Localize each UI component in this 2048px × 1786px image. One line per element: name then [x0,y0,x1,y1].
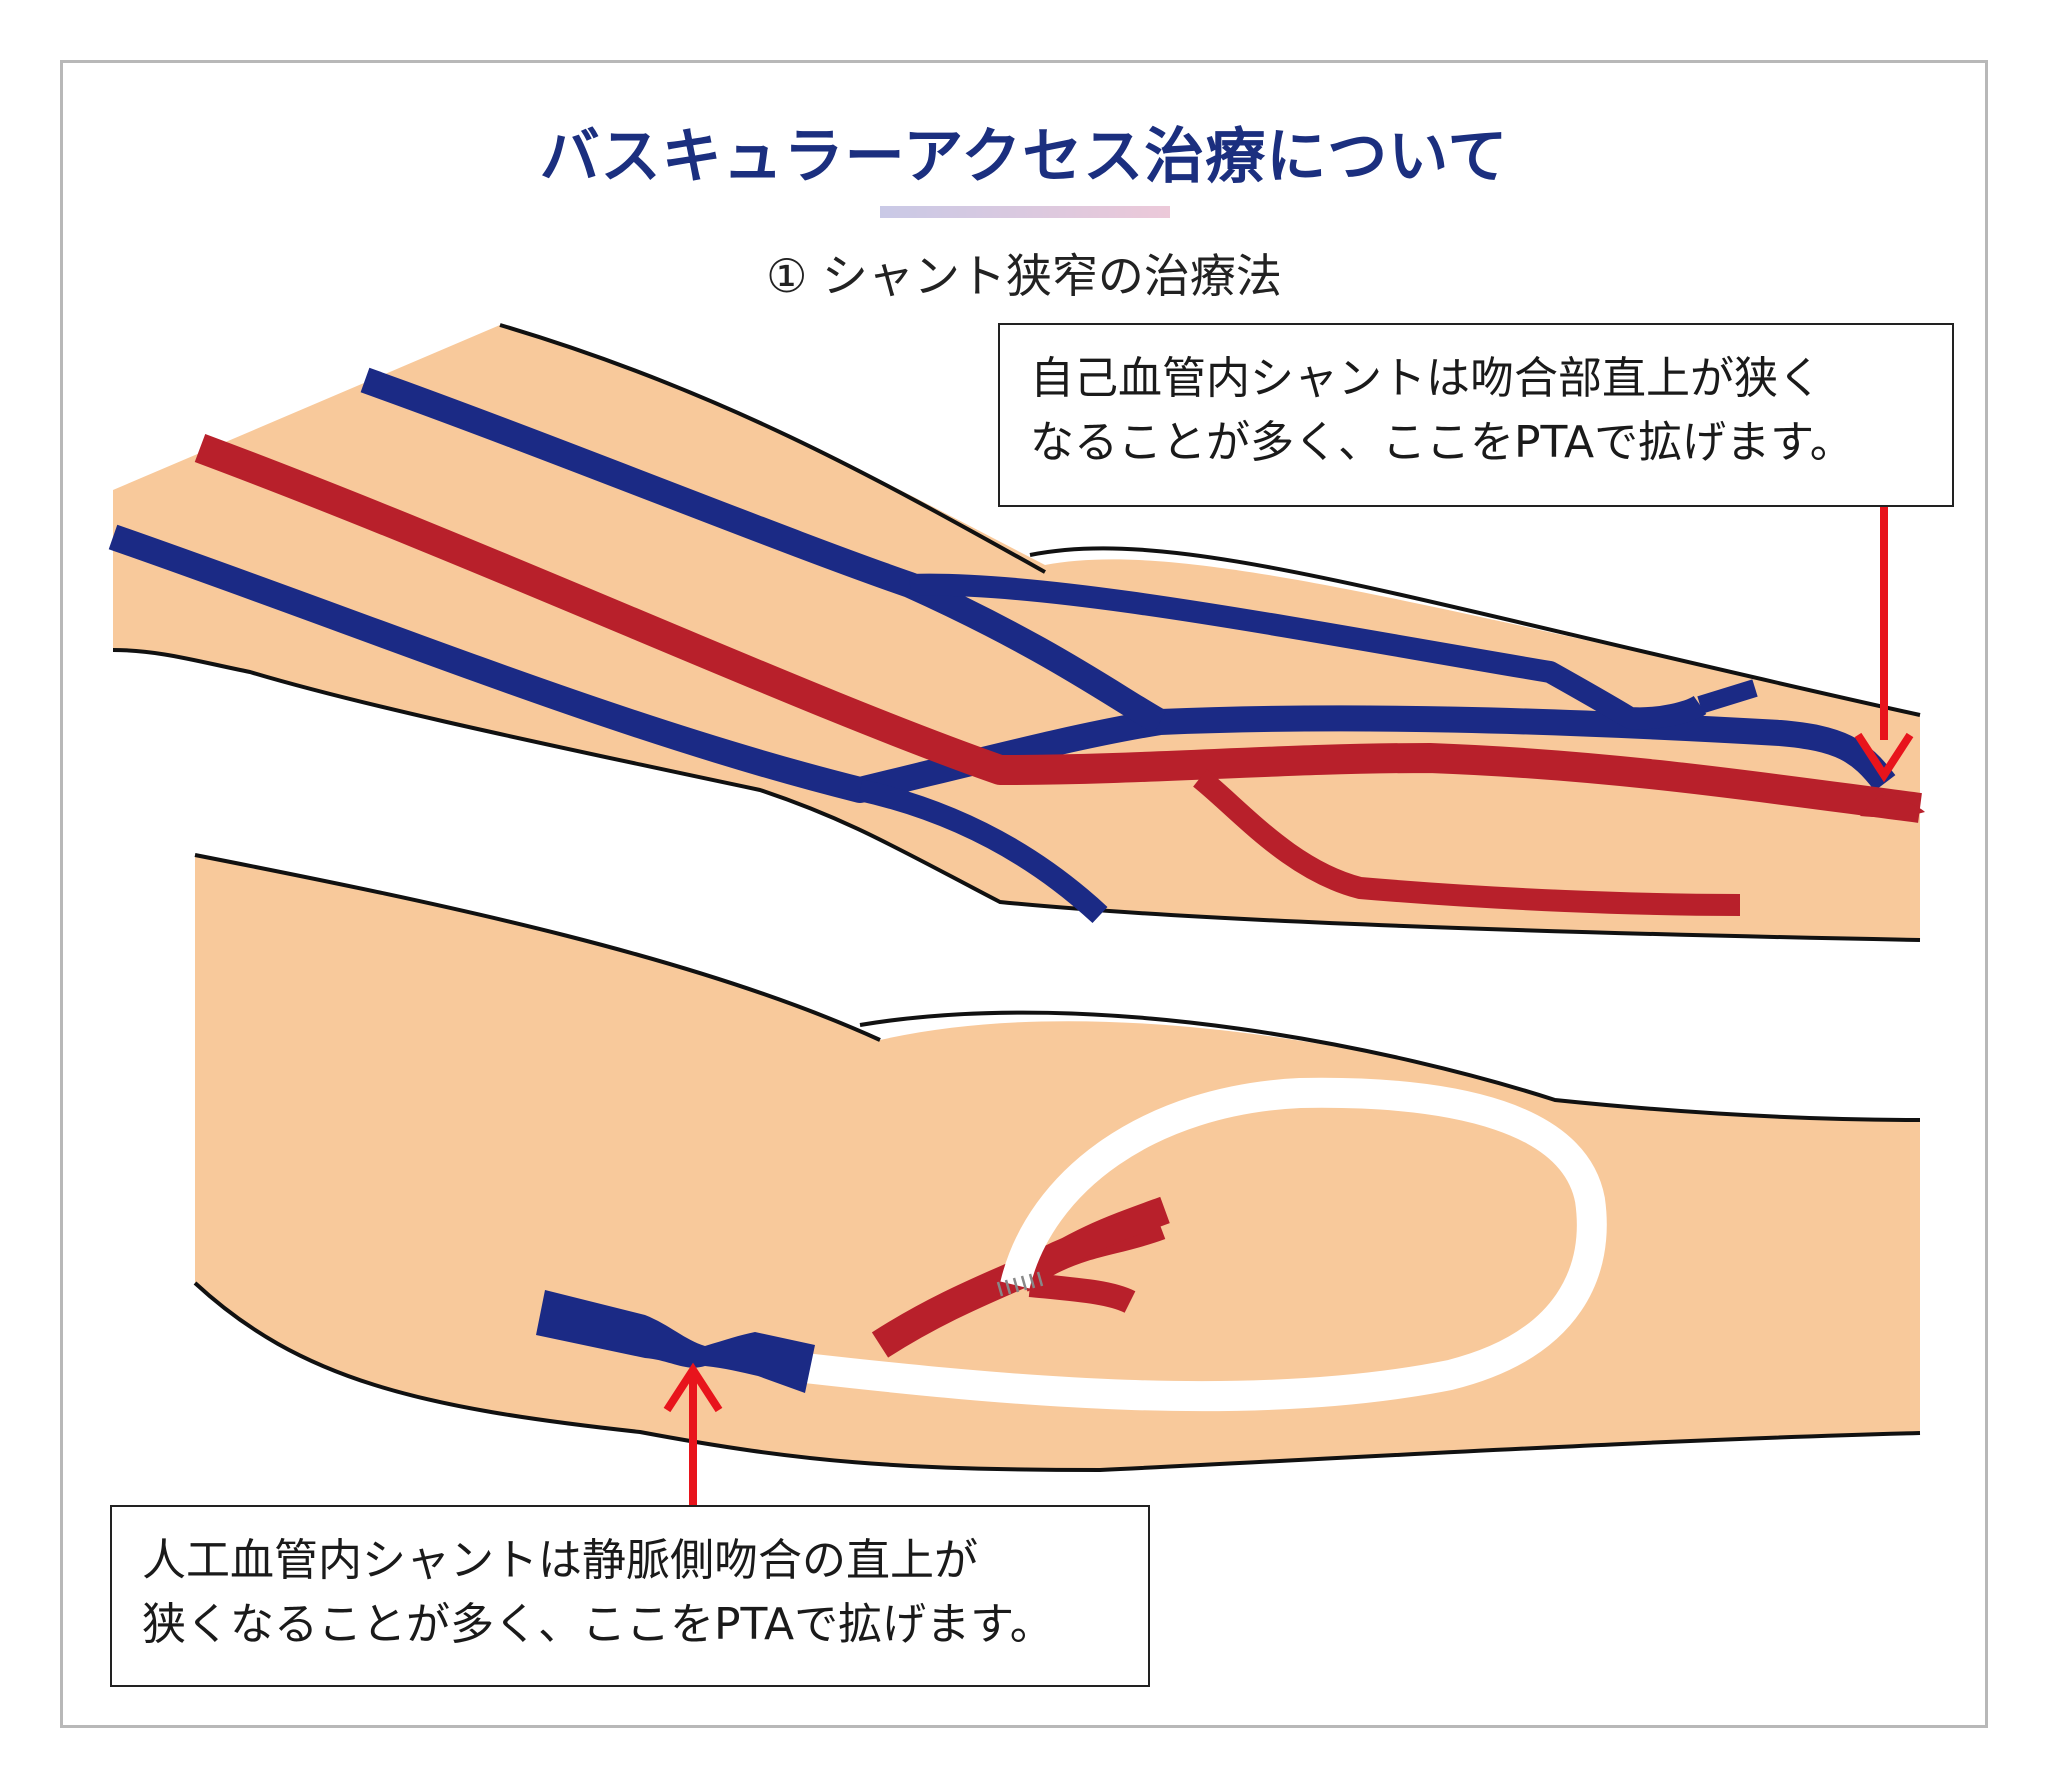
graft-loop [803,1077,1607,1412]
lower-arm [193,853,1921,1473]
lower-artery-upper-branch [1012,1196,1170,1292]
upper-arm-top-outline-2 [1029,546,1921,717]
upper-artery-main [194,433,1922,823]
upper-vein-lower-branch [857,779,1108,924]
page-title: バスキュラーアクセス治療について [539,122,1509,192]
lower-arm-bottom-outline [193,1281,1921,1473]
figure-frame [60,60,1988,1728]
section-subtitle: ① シャント狭窄の治療法 [766,249,1282,303]
callout-graft-shunt: 人工血管内シャントは静脈側吻合の直上が 狭くなることが多く、ここをPTAで拡げま… [110,1505,1150,1687]
lower-vein-stenosis [536,1290,815,1393]
upper-arm [108,323,1925,942]
callout-bottom-line2: 狭くなることが多く、ここをPTAで拡げます。 [142,1599,1054,1650]
upper-artery-tip [1860,795,1925,818]
title-underline [880,206,1170,218]
upper-vein-cephalic [360,367,1167,734]
upper-arm-top-outline [499,323,1046,574]
arrow-bottom [663,1362,723,1505]
upper-arm-bottom-outline [112,648,1921,942]
callout-bottom-line1: 人工血管内シャントは静脈側吻合の直上が [142,1535,978,1586]
lower-arm-top-outline-2 [859,1010,1921,1122]
lower-artery-lower-branch [1028,1273,1136,1313]
upper-artery-branch [1193,769,1741,916]
callout-top-line2: なることが多く、ここをPTAで拡げます。 [1030,417,1854,468]
callout-native-fistula: 自己血管内シャントは吻合部直上が狭く なることが多く、ここをPTAで拡げます。 [998,323,1954,507]
upper-vein-branch-tip [1697,679,1758,714]
upper-vein-branch [909,573,1707,730]
callout-top-line1: 自己血管内シャントは吻合部直上が狭く [1030,353,1822,404]
lower-arm-top-outline [194,853,881,1042]
graft-staples-arterial [996,1271,1044,1297]
arrow-top [1854,507,1914,783]
upper-vein-main [108,524,1896,803]
